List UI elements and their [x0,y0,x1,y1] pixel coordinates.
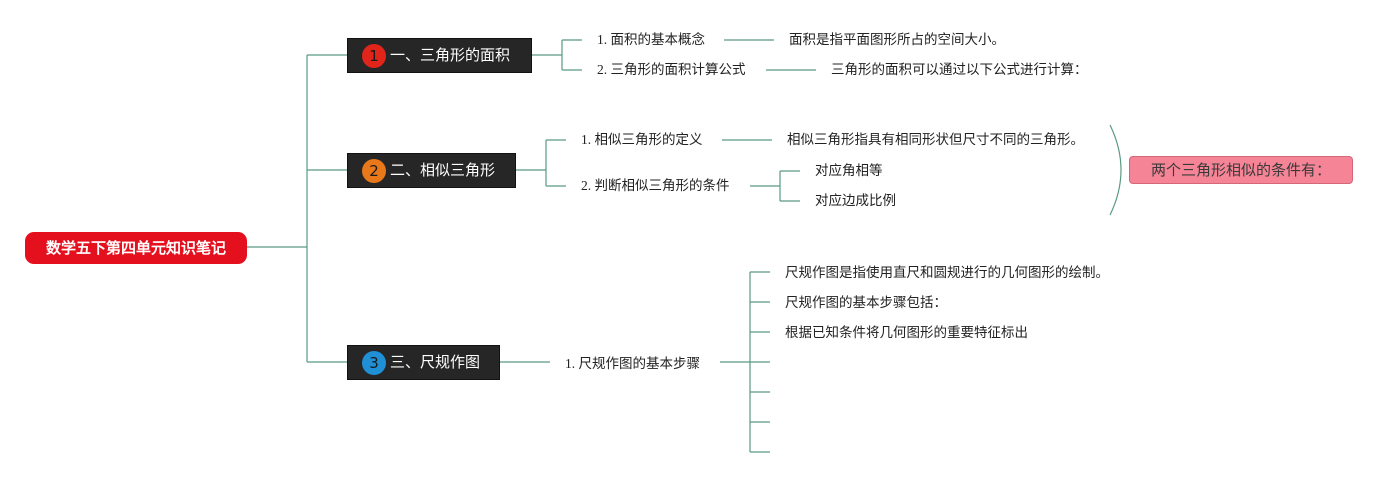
root-label: 数学五下第四单元知识笔记 [45,239,226,257]
branch-label: 二、相似三角形 [390,161,496,179]
subtopic-node[interactable]: 1. 面积的基本概念 [597,32,705,47]
detail-node[interactable]: 三角形的面积可以通过以下公式进行计算： [831,62,1088,78]
detail-node[interactable]: 对应边成比例 [815,193,896,209]
branch-number-badge: 2 [362,159,386,183]
subtopic-node[interactable]: 2. 三角形的面积计算公式 [597,62,746,77]
branch-number-badge: 1 [362,44,386,68]
subtopic-node[interactable]: 2. 判断相似三角形的条件 [581,178,730,193]
branch-node-2[interactable]: 2 二、相似三角形 [347,153,516,188]
summary-bracket [1109,124,1122,216]
connector-b2-d2 [750,170,800,202]
detail-node[interactable]: 根据已知条件将几何图形的重要特征标出 [785,325,1028,341]
detail-node[interactable]: 面积是指平面图形所占的空间大小。 [789,32,1005,48]
branch-node-3[interactable]: 3 三、尺规作图 [347,345,500,380]
branch-number-badge: 3 [362,351,386,375]
connector-b3-fork [720,272,751,452]
detail-node[interactable]: 尺规作图是指使用直尺和圆规进行的几何图形的绘制。 [785,265,1109,281]
detail-node[interactable]: 相似三角形指具有相同形状但尺寸不同的三角形。 [787,132,1084,148]
connector-b2-fork [516,139,566,187]
subtopic-node[interactable]: 1. 尺规作图的基本步骤 [565,356,700,371]
branch-node-1[interactable]: 1 一、三角形的面积 [347,38,532,73]
detail-node[interactable]: 对应角相等 [815,163,883,179]
summary-label: 两个三角形相似的条件有： [1150,161,1331,179]
subtopic-node[interactable]: 1. 相似三角形的定义 [581,132,703,147]
connector-b3-ticks [750,271,770,453]
branch-label: 一、三角形的面积 [390,46,511,64]
connector-b1-fork [532,39,582,71]
detail-node[interactable]: 尺规作图的基本步骤包括： [785,295,947,311]
root-node[interactable]: 数学五下第四单元知识笔记 [25,232,247,264]
branch-label: 三、尺规作图 [390,353,481,371]
summary-node[interactable]: 两个三角形相似的条件有： [1129,156,1353,184]
